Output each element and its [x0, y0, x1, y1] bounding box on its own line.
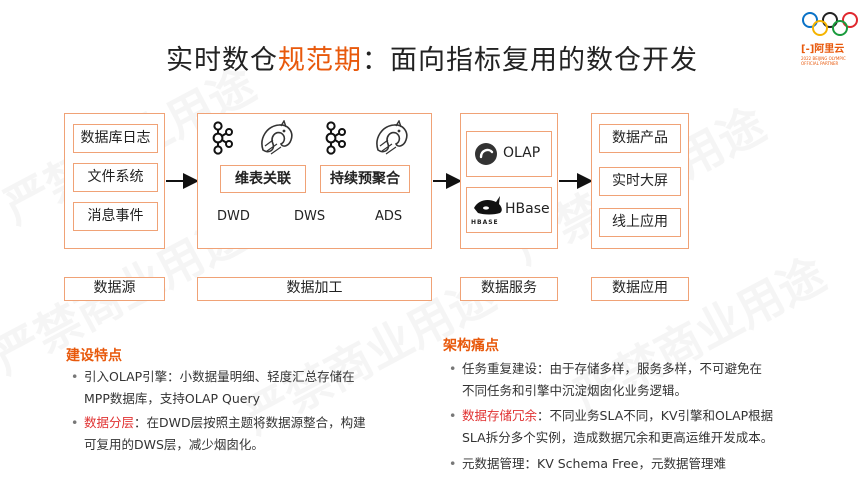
sources-label: 数据源 — [64, 277, 165, 301]
step-dim-join: 维表关联 — [220, 165, 306, 193]
processing-label: 数据加工 — [197, 277, 432, 301]
kafka-icon — [325, 121, 346, 155]
squirrel-icon — [261, 120, 293, 155]
bullet-dot: • — [449, 456, 457, 471]
logo-subtitle: 2022 BEIJING OLYMPIC OFFICIAL PARTNER — [801, 56, 846, 66]
squirrel-icon — [376, 120, 408, 155]
service-item-olap: OLAP — [466, 131, 552, 177]
features-bullet-1-line1: 引入OLAP引擎：小数据量明细、轻度汇总存储在 — [84, 369, 355, 384]
features-bullet-1-line2: MPP数据库，支持OLAP Query — [84, 391, 261, 406]
app-item-data-product: 数据产品 — [599, 124, 681, 153]
features-bullet-layering: • 数据分层：在DWD层按照主题将数据源整合，构建 可复用的DWS层，减少烟囱化… — [71, 412, 404, 456]
features-bullet-olap: • 引入OLAP引擎：小数据量明细、轻度汇总存储在 MPP数据库，支持OLAP … — [71, 366, 404, 410]
layer-dws: DWS — [294, 209, 326, 224]
pains-bullet-duplication: • 任务重复建设：由于存储多样，服务多样，不可避免在 不同任务和引擎中沉淀烟囱化… — [449, 358, 822, 402]
pains-bullet-2-emphasis: 数据存储冗余 — [462, 408, 538, 423]
page-title: 实时数仓规范期：面向指标复用的数仓开发 — [0, 38, 864, 77]
step-pre-aggregation: 持续预聚合 — [320, 165, 410, 193]
bullet-dot: • — [71, 369, 79, 384]
layer-dwd: DWD — [217, 209, 250, 224]
pains-bullet-1-line1: 任务重复建设：由于存储多样，服务多样，不可避免在 — [462, 361, 763, 376]
hbase-label: HBase — [505, 201, 550, 217]
features-heading: 建设特点 — [66, 348, 122, 364]
bullet-dot: • — [449, 408, 457, 423]
hbase-caption: HBASE — [471, 219, 499, 226]
service-label: 数据服务 — [460, 277, 558, 301]
bullet-dot: • — [449, 361, 457, 376]
aliyun-logo: [-]阿里云 2022 BEIJING OLYMPIC OFFICIAL PAR… — [801, 40, 859, 66]
features-bullet-2-line1: ：在DWD层按照主题将数据源整合，构建 — [134, 415, 366, 430]
pains-bullet-1-line2: 不同任务和引擎中沉淀烟囱化业务逻辑。 — [462, 383, 688, 398]
title-prefix: 实时数仓 — [166, 45, 278, 76]
app-item-online-app: 线上应用 — [599, 208, 681, 237]
hbase-orca-icon — [474, 196, 502, 215]
title-suffix: ：面向指标复用的数仓开发 — [362, 45, 698, 76]
pains-bullet-2-line1: ：不同业务SLA不同，KV引擎和OLAP根据 — [537, 408, 774, 423]
pains-heading: 架构痛点 — [443, 338, 499, 354]
olap-icon — [475, 143, 497, 165]
source-item-file-system: 文件系统 — [73, 163, 158, 192]
service-item-hbase: HBASE HBase — [466, 187, 552, 233]
pains-bullet-3: 元数据管理：KV Schema Free，元数据管理难 — [462, 456, 726, 471]
source-item-message-event: 消息事件 — [73, 202, 158, 231]
logo-brand: 阿里云 — [814, 44, 845, 55]
olap-label: OLAP — [503, 145, 541, 161]
pains-bullet-2-line2: SLA拆分多个实例，造成数据冗余和更高运维开发成本。 — [462, 430, 774, 445]
apps-label: 数据应用 — [591, 277, 689, 301]
pains-bullet-redundancy: • 数据存储冗余：不同业务SLA不同，KV引擎和OLAP根据 SLA拆分多个实例… — [449, 405, 822, 449]
pains-bullet-metadata: • 元数据管理：KV Schema Free，元数据管理难 — [449, 453, 822, 475]
source-item-db-log: 数据库日志 — [73, 124, 158, 153]
features-bullet-2-line2: 可复用的DWS层，减少烟囱化。 — [84, 437, 264, 452]
title-highlight: 规范期 — [278, 45, 362, 76]
app-item-realtime-screen: 实时大屏 — [599, 167, 681, 196]
bullet-dot: • — [71, 415, 79, 430]
features-bullet-2-emphasis: 数据分层 — [84, 415, 135, 430]
olympic-rings-icon — [802, 12, 858, 36]
kafka-icon — [212, 121, 233, 155]
aliyun-logo-text: [-]阿里云 — [801, 40, 859, 55]
layer-ads: ADS — [375, 209, 403, 224]
aliyun-icon: [-] — [801, 44, 815, 55]
